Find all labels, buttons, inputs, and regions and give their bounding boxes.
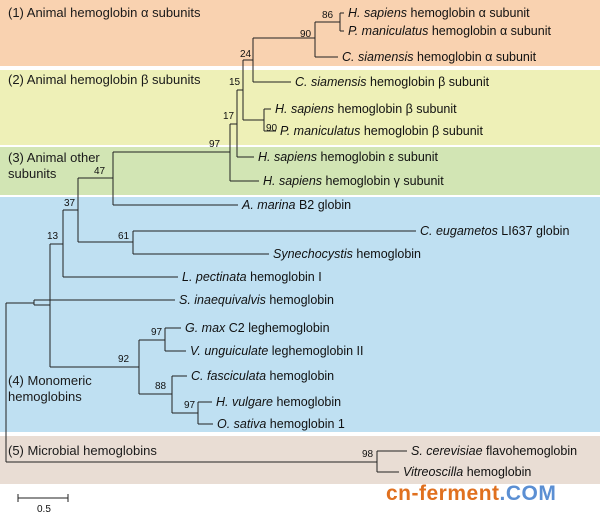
taxon-label: H. vulgare hemoglobin: [216, 395, 342, 409]
taxon-label: Vitreoscilla hemoglobin: [403, 465, 532, 479]
bootstrap-value: 13: [47, 231, 59, 242]
group5-band: [0, 436, 600, 484]
taxon-label: P. maniculatus hemoglobin α subunit: [348, 24, 551, 38]
taxon-label: G. max C2 leghemoglobin: [185, 321, 330, 335]
bootstrap-value: 17: [223, 111, 235, 122]
bootstrap-value: 86: [322, 10, 334, 21]
taxon-label: C. fasciculata hemoglobin: [191, 369, 335, 383]
group1-label: (1) Animal hemoglobin α subunits: [8, 5, 201, 20]
bootstrap-value: 88: [155, 381, 167, 392]
taxon-label: Synechocystis hemoglobin: [273, 247, 422, 261]
taxon-label: V. unguiculate leghemoglobin II: [190, 344, 364, 358]
taxon-label: C. eugametos LI637 globin: [420, 224, 570, 238]
group3-band: [0, 147, 600, 195]
group1-band: [0, 0, 600, 66]
bootstrap-value: 37: [64, 198, 76, 209]
taxon-label: C. siamensis hemoglobin α subunit: [342, 50, 537, 64]
scale-bar: [17, 494, 69, 502]
watermark-main: cn-ferment: [386, 482, 500, 505]
bootstrap-value: 97: [151, 327, 163, 338]
group3-label: (3) Animal other subunits: [8, 150, 100, 181]
group2-label: (2) Animal hemoglobin β subunits: [8, 72, 201, 87]
bootstrap-value: 98: [362, 449, 374, 460]
bootstrap-value: 61: [118, 231, 130, 242]
taxon-label: H. sapiens hemoglobin γ subunit: [263, 174, 444, 188]
watermark-accent: .COM: [499, 482, 557, 505]
bootstrap-value: 90: [300, 29, 312, 40]
taxon-label: C. siamensis hemoglobin β subunit: [295, 75, 490, 89]
taxon-label: O. sativa hemoglobin 1: [217, 417, 345, 431]
bootstrap-value: 97: [209, 139, 221, 150]
bootstrap-value: 97: [184, 400, 196, 411]
bootstrap-value: 15: [229, 77, 241, 88]
taxon-label: S. cerevisiae flavohemoglobin: [411, 444, 578, 458]
taxon-label: H. sapiens hemoglobin β subunit: [275, 102, 457, 116]
scale-bar-label: 0.5: [37, 504, 51, 515]
taxon-label: P. maniculatus hemoglobin β subunit: [280, 124, 483, 138]
group4-band: [0, 197, 600, 432]
taxon-label: H. sapiens hemoglobin ε subunit: [258, 150, 438, 164]
group4-label: (4) Monomeric hemoglobins: [8, 373, 92, 404]
bootstrap-value: 92: [118, 354, 130, 365]
taxon-label: A. marina B2 globin: [242, 198, 352, 212]
group2-band: [0, 70, 600, 145]
bootstrap-value: 90: [266, 123, 278, 134]
taxon-label: H. sapiens hemoglobin α subunit: [348, 6, 530, 20]
bootstrap-value: 24: [240, 49, 252, 60]
taxon-label: L. pectinata hemoglobin I: [182, 270, 322, 284]
taxon-label: S. inaequivalvis hemoglobin: [179, 293, 334, 307]
site-watermark: cn-ferment.COM: [386, 482, 556, 506]
group5-label: (5) Microbial hemoglobins: [8, 443, 157, 458]
bootstrap-value: 47: [94, 166, 106, 177]
